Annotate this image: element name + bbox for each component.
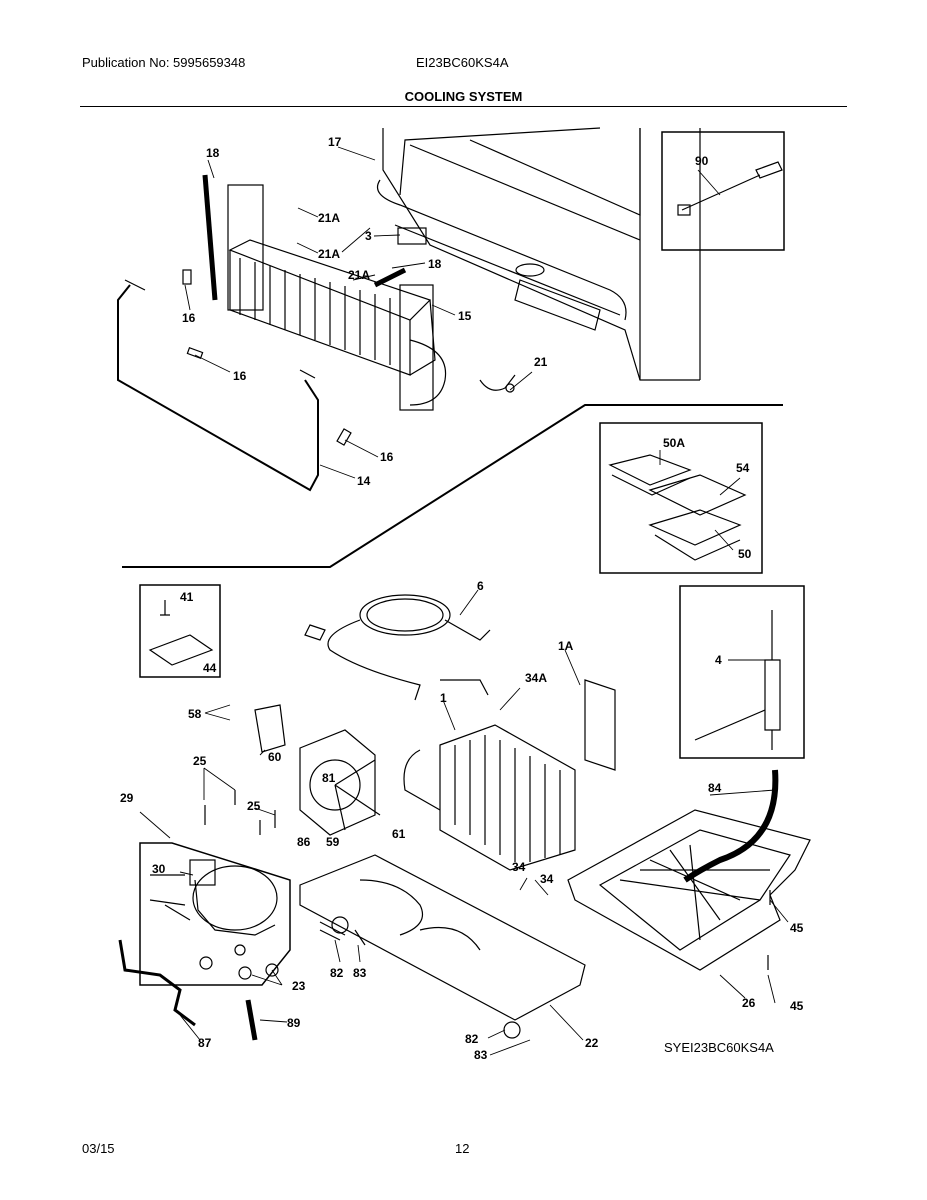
label-16: 16	[380, 450, 394, 464]
section-divider	[122, 404, 783, 568]
base-pan-drawing	[299, 854, 586, 1021]
label-86: 86	[297, 835, 311, 849]
publication-number: Publication No: 5995659348	[82, 55, 246, 70]
label-25: 25	[193, 754, 207, 768]
section-title: COOLING SYSTEM	[404, 89, 523, 104]
inset-box-90	[661, 131, 785, 251]
label-3: 3	[365, 229, 372, 243]
label-90: 90	[695, 154, 709, 168]
label-60: 60	[268, 750, 282, 764]
label-34: 34	[540, 872, 554, 886]
label-59: 59	[326, 835, 340, 849]
part-labels: 17 18 90 21A 3 21A 18 21A 15 16 21 16 16…	[120, 135, 804, 1062]
label-34: 34	[512, 860, 526, 874]
label-41: 41	[180, 590, 194, 604]
label-83: 83	[474, 1048, 488, 1062]
label-22: 22	[585, 1036, 599, 1050]
condenser-drawing	[403, 679, 616, 871]
diagram-code: SYEI23BC60KS4A	[664, 1040, 774, 1055]
label-21a: 21A	[348, 268, 370, 282]
label-82: 82	[465, 1032, 479, 1046]
label-89: 89	[287, 1016, 301, 1030]
label-21a: 21A	[318, 211, 340, 225]
evaporator-cover-drawing	[376, 127, 701, 381]
label-21a: 21A	[318, 247, 340, 261]
tube-87-drawing	[118, 939, 196, 1027]
defrost-heater-drawing	[117, 284, 319, 492]
label-16: 16	[182, 311, 196, 325]
label-18: 18	[428, 257, 442, 271]
label-83: 83	[353, 966, 367, 980]
label-54: 54	[736, 461, 750, 475]
tube-89-drawing	[245, 999, 258, 1041]
label-18: 18	[206, 146, 220, 160]
label-6: 6	[477, 579, 484, 593]
label-84: 84	[708, 781, 722, 795]
inset-box-41	[139, 584, 221, 678]
label-14: 14	[357, 474, 371, 488]
label-50: 50	[738, 547, 752, 561]
label-15: 15	[458, 309, 472, 323]
evaporator-drawing	[202, 174, 447, 411]
power-cord-drawing	[359, 594, 451, 636]
inset-box-4	[679, 585, 805, 759]
label-87: 87	[198, 1036, 212, 1050]
label-26: 26	[742, 996, 756, 1010]
label-29: 29	[120, 791, 134, 805]
label-81: 81	[322, 771, 336, 785]
label-1: 1	[440, 691, 447, 705]
inset-box-50	[599, 422, 763, 574]
label-58: 58	[188, 707, 202, 721]
label-30: 30	[152, 862, 166, 876]
label-17: 17	[328, 135, 342, 149]
footer-date: 03/15	[82, 1141, 115, 1156]
label-61: 61	[392, 827, 406, 841]
label-50a: 50A	[663, 436, 685, 450]
label-34a: 34A	[525, 671, 547, 685]
header-rule	[80, 106, 847, 107]
compressor-inset	[139, 842, 291, 986]
page-number: 12	[455, 1141, 470, 1156]
label-1a: 1A	[558, 639, 574, 653]
label-21: 21	[534, 355, 548, 369]
label-45: 45	[790, 921, 804, 935]
label-23: 23	[292, 979, 306, 993]
label-45: 45	[790, 999, 804, 1013]
leader-lines	[139, 146, 789, 1056]
label-16: 16	[233, 369, 247, 383]
model-number: EI23BC60KS4A	[416, 55, 509, 70]
label-82: 82	[330, 966, 344, 980]
label-25: 25	[247, 799, 261, 813]
label-44: 44	[203, 661, 217, 675]
condenser-fan-drawing	[254, 704, 381, 836]
label-4: 4	[715, 653, 722, 667]
